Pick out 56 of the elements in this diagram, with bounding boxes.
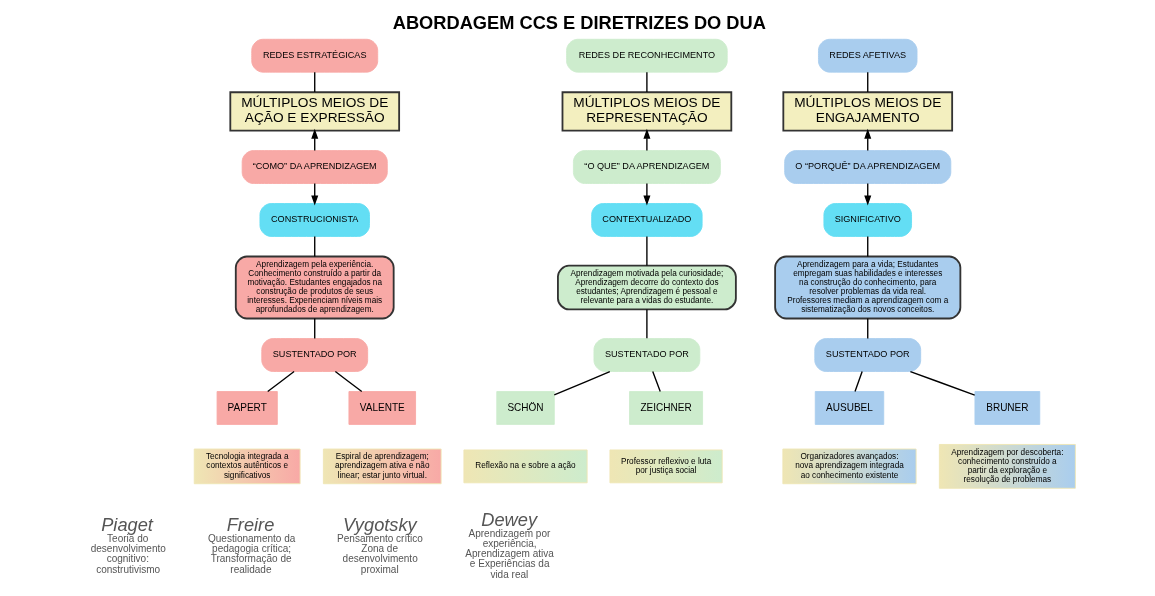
node-box: CONSTRUCIONISTA (259, 203, 370, 237)
node-box: Professor reflexivo e luta por justiça social (609, 449, 723, 484)
arrow (642, 128, 650, 152)
node-box: ZEICHNER (628, 391, 703, 425)
node-box: Aprendizagem pela experiência. Conhecimento construído a partir da motivação. Estudantes engajados na construção de produtos de seus interesses. Experienciam níveis mais aprofundados de aprendizagem. (234, 255, 395, 320)
node-box: Aprendizagem para a vida; Estudantes empregam suas habilidades e interesses na construção do conhecimento, para resolver problemas da vida real. Professores mediam a aprendizagem com a sistematização dos novos conceitos. (773, 255, 961, 320)
diagram-title: ABORDAGEM CCS E DIRETRIZES DO DUA (392, 12, 766, 34)
connector (553, 370, 610, 396)
connector (266, 370, 295, 393)
node-box: Organizadores avançados: nova aprendizagem integrada ao conhecimento existente (781, 448, 917, 485)
node-box: Reflexão na e sobre a ação (462, 449, 588, 484)
connector (313, 235, 315, 258)
node-box: Aprendizagem motivada pela curiosidade; Aprendizagem decorre do contexto dos estudantes; Aprendizagem é pessoal e relevante para a vidas do estudante. (556, 264, 737, 311)
node-box: SCHÖN (495, 391, 555, 425)
node-box: SUSTENTADO POR (813, 338, 921, 372)
connector (866, 317, 868, 340)
connector (313, 71, 315, 93)
connector (645, 71, 648, 93)
connector (909, 370, 975, 396)
node-box: AUSUBEL (814, 391, 884, 425)
label: Aprendizagem por experiência, Aprendizagem ativa e Experiências da vida real (464, 528, 554, 580)
node-box: Tecnologia integrada a contextos autênticos e significativos (193, 448, 301, 485)
node-box: REDES ESTRATÉGICAS (250, 38, 378, 73)
node-box: REDES DE RECONHECIMENTO (565, 38, 728, 73)
label: Piaget (100, 513, 153, 535)
label: Freire (226, 513, 274, 535)
node-box: MÚLTIPLOS MEIOS DE AÇÃO E EXPRESSÃO (228, 91, 400, 132)
node-box: MÚLTIPLOS MEIOS DE REPRESENTAÇÃO (561, 91, 732, 132)
node-box: SIGNIFICATIVO (823, 203, 912, 237)
node-box: “O QUE” DA APRENDIZAGEM (572, 150, 721, 184)
node-box: SUSTENTADO POR (593, 338, 700, 372)
node-box: PAPERT (216, 391, 278, 425)
arrow (642, 182, 650, 206)
connector (645, 308, 648, 339)
node-box: Aprendizagem por descoberta: conhecimento construído a partir da exploração e resolução de problemas (938, 444, 1076, 489)
connector (645, 235, 648, 267)
label: Questionamento da pedagogia crítica; Transformação de realidade (207, 533, 295, 575)
node-box: O “PORQUÊ” DA APRENDIZAGEM (783, 150, 951, 184)
label: Teoria do desenvolvimento cognitivo: construtivismo (90, 533, 166, 575)
node-box: “COMO” DA APRENDIZAGEM (241, 150, 388, 184)
node-box: MÚLTIPLOS MEIOS DE ENGAJAMENTO (781, 91, 953, 132)
connector (313, 317, 315, 340)
label: Vygotsky (342, 513, 417, 535)
label: Dewey (480, 508, 537, 530)
connector (866, 71, 868, 93)
label: Pensamento crítico Zona de desenvolvimento proximal (336, 533, 423, 575)
connector (853, 370, 863, 393)
node-box: Espiral de aprendizagem; aprendizagem ativa e não linear; estar junto virtual. (322, 448, 442, 485)
node-box: REDES AFETIVAS (817, 38, 917, 73)
node-box: SUSTENTADO POR (260, 338, 368, 372)
node-box: VALENTE (348, 391, 416, 425)
node-box: BRUNER (974, 391, 1040, 425)
node-box: CONTEXTUALIZADO (590, 203, 703, 237)
connector (334, 370, 362, 393)
connector (866, 235, 868, 258)
connector (651, 370, 661, 393)
